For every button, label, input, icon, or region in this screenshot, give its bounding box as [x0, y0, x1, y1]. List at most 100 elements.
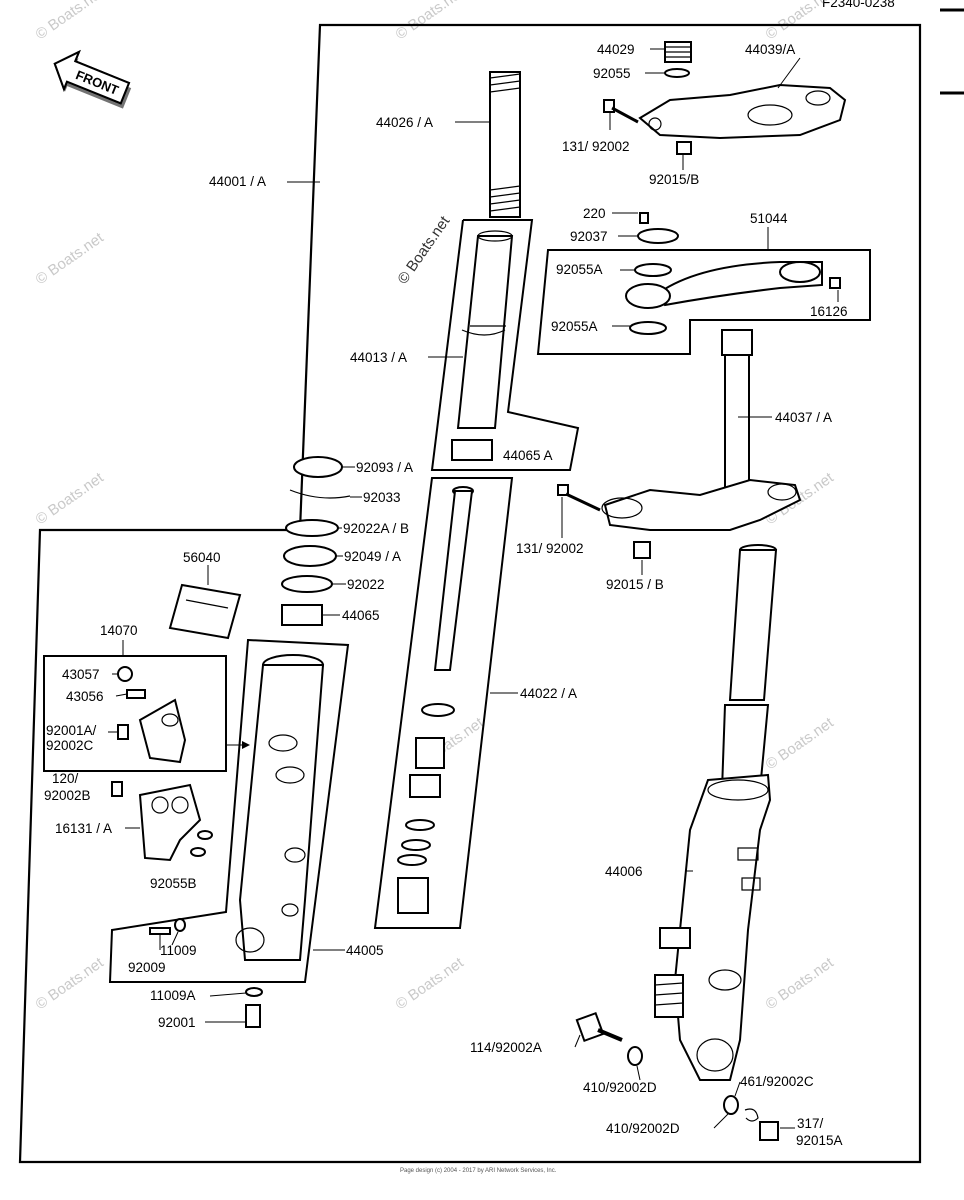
watermark: © Boats.net: [33, 0, 108, 43]
oring-part: [190, 847, 206, 857]
label-92001: 92001: [158, 1015, 196, 1030]
label-92009: 92009: [128, 960, 166, 975]
washer-part: [174, 918, 186, 932]
label-92033: 92033: [363, 490, 401, 505]
washer-part: [285, 519, 339, 537]
label-92055: 92055: [593, 66, 631, 81]
label-14070: 14070: [100, 623, 138, 638]
label-120: 120/: [52, 771, 79, 786]
fork-spring-part: [489, 71, 521, 218]
label-92015b-top: 92015/B: [649, 172, 699, 187]
label-92022: 92022: [347, 577, 385, 592]
inner-tube-part: [456, 230, 514, 429]
seal-part: [634, 263, 672, 277]
label-44001a: 44001 / A: [209, 174, 266, 189]
bolt-part: [117, 724, 129, 740]
outer-tube-frame: [108, 638, 350, 983]
nut-part: [676, 141, 692, 155]
steering-stem-part: [601, 329, 802, 531]
label-44039a: 44039/A: [745, 42, 795, 57]
diagram-code: F2340-0238: [822, 0, 895, 10]
stem-clamp-part: [637, 212, 679, 244]
watermark: © Boats.net: [33, 469, 108, 528]
damper-frame: [373, 477, 514, 929]
circlip-part: [289, 489, 351, 499]
drain-bolt-part: [245, 1004, 261, 1028]
leader-lines: [108, 48, 839, 1129]
label-410-92002d-1: 410/92002D: [583, 1080, 657, 1095]
label-92002c-a: 92002C: [46, 738, 94, 753]
label-92037: 92037: [570, 229, 608, 244]
watermark: © Boats.net: [763, 954, 838, 1013]
watermark: © Boats.net: [393, 954, 468, 1013]
label-92002b: 92002B: [44, 788, 91, 803]
label-92055a-2: 92055A: [551, 319, 598, 334]
screw-part: [149, 927, 171, 935]
label-44013a: 44013 / A: [350, 350, 407, 365]
label-92001a: 92001A/: [46, 723, 97, 738]
nut-part: [633, 541, 651, 559]
label-92093a: 92093 / A: [356, 460, 413, 475]
label-44065a: 44065 A: [503, 448, 553, 463]
seal-part: [629, 321, 667, 335]
bolt-part: [557, 484, 601, 512]
label-131-92002-mid: 131/ 92002: [516, 541, 584, 556]
bolt-part: [603, 99, 639, 124]
washer-part: [627, 1046, 643, 1066]
oring-part: [664, 68, 690, 78]
label-220: 220: [583, 206, 606, 221]
label-410-92002d-2: 410/92002D: [606, 1121, 680, 1136]
label-92055b: 92055B: [150, 876, 197, 891]
gasket-part: [245, 987, 263, 997]
cap-part: [117, 666, 133, 682]
watermark-dark: © Boats.net: [394, 212, 453, 287]
washer-part: [281, 575, 333, 593]
dust-seal-part: [293, 456, 343, 478]
bracket-part: [138, 698, 187, 764]
front-arrow: FRONT: [53, 49, 132, 109]
label-131-92002-top: 131/ 92002: [562, 139, 630, 154]
guide-bushing-part: [281, 604, 323, 626]
oring-part: [197, 830, 213, 840]
caliper-part: [111, 781, 202, 862]
label-plate-part: [168, 583, 242, 640]
label-92015a: 92015A: [796, 1133, 843, 1148]
label-56040: 56040: [183, 550, 221, 565]
caliper-bracket-frame: [43, 655, 227, 772]
washer-part: [723, 1095, 739, 1115]
label-317: 317/: [797, 1116, 824, 1131]
outer-tube-right-part: [654, 773, 772, 1081]
lock-washer-part: [744, 1108, 759, 1122]
label-11009a: 11009A: [150, 988, 196, 1003]
stem-arm-part: [625, 261, 841, 309]
label-92015b-mid: 92015 / B: [606, 577, 664, 592]
label-11009: 11009: [160, 943, 197, 958]
steering-stem-frame: [536, 249, 871, 355]
label-461-92002c: 461/92002C: [740, 1074, 814, 1089]
label-44029: 44029: [597, 42, 635, 57]
footer-text: Page design (c) 2004 - 2017 by ARI Netwo…: [400, 1168, 557, 1174]
watermark: © Boats.net: [763, 714, 838, 773]
cap-nut-part: [664, 41, 692, 63]
watermark: © Boats.net: [33, 954, 108, 1013]
axle-bolt-part: [575, 1011, 623, 1043]
label-44022a: 44022 / A: [520, 686, 577, 701]
damper-rod-part: [397, 486, 474, 914]
label-44065: 44065: [342, 608, 380, 623]
watermark: © Boats.net: [33, 229, 108, 288]
label-44006: 44006: [605, 864, 643, 879]
watermark: © Boats.net: [393, 0, 468, 43]
oil-seal-part: [283, 545, 337, 567]
inner-tube-frame: [430, 219, 580, 471]
label-44026a: 44026 / A: [376, 115, 433, 130]
axle-nut-part: [759, 1121, 779, 1141]
label-92055a-1: 92055A: [556, 262, 603, 277]
label-44037a: 44037 / A: [775, 410, 832, 425]
label-92022ab: 92022A / B: [343, 521, 409, 536]
inner-tube-right-part: [720, 544, 778, 791]
label-16126: 16126: [810, 304, 848, 319]
label-51044: 51044: [750, 211, 788, 226]
outer-tube-left-part: [235, 654, 325, 961]
bleed-valve-part: [126, 689, 146, 699]
